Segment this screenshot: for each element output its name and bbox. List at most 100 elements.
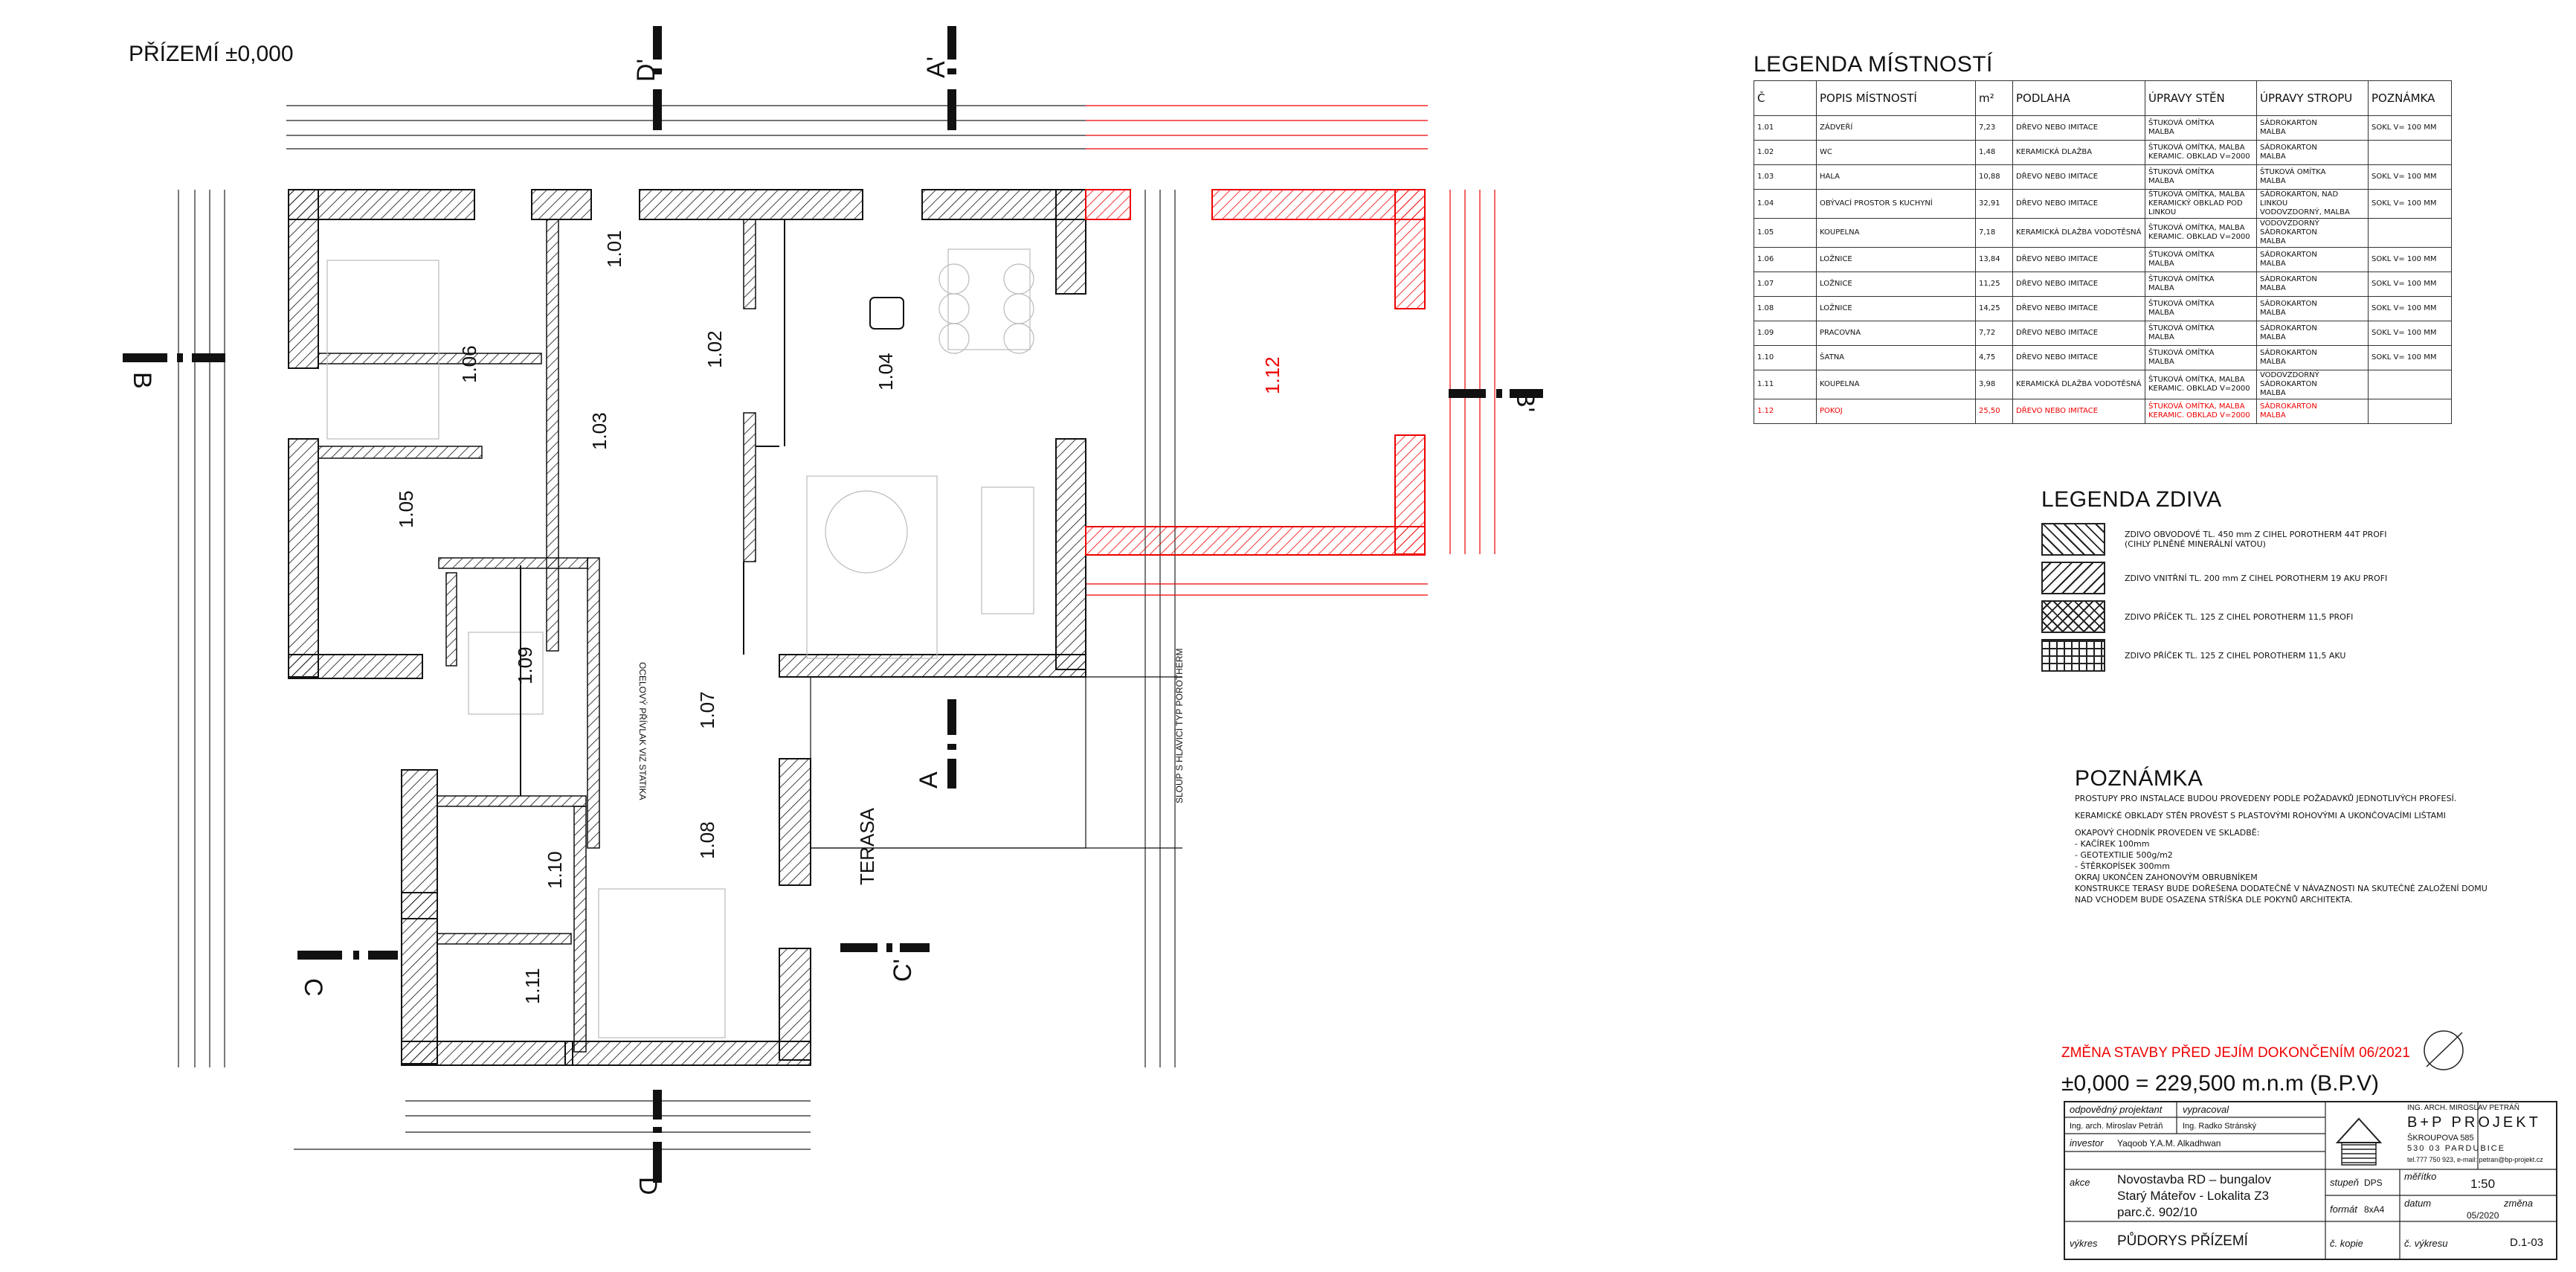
room-label-1-05: 1.05: [395, 490, 417, 528]
label-stage: stupeň: [2330, 1177, 2360, 1188]
label-date: datum: [2404, 1198, 2432, 1209]
room-label-1-01: 1.01: [603, 230, 625, 268]
room-legend-cell: SÁDROKARTON MALBA: [2256, 272, 2369, 297]
room-legend-cell: [2368, 399, 2452, 424]
room-legend-cell: KOUPELNA: [1816, 218, 1976, 248]
room-legend-cell: PRACOVNA: [1816, 321, 1976, 346]
room-legend-cell: SÁDROKARTON MALBA: [2256, 296, 2369, 321]
note-line: - GEOTEXTILIE 500g/m2: [2075, 850, 2173, 860]
room-legend-cell: 32,91: [1975, 189, 2013, 219]
room-legend-cell: SÁDROKARTON MALBA: [2256, 399, 2369, 424]
room-legend-cell: 1,48: [1975, 140, 2013, 165]
action-line-2: Starý Máteřov - Lokalita Z3: [2117, 1189, 2270, 1203]
wall-legend-item: ZDIVO PŘÍČEK TL. 125 Z CIHEL POROTHERM 1…: [2041, 600, 2353, 633]
format-value: 8xA4: [2364, 1204, 2385, 1215]
room-legend-cell: ŠTUKOVÁ OMÍTKA MALBA: [2145, 296, 2257, 321]
room-legend-cell: [2368, 370, 2452, 399]
room-legend-cell: 10,88: [1975, 164, 2013, 190]
room-label-1-03: 1.03: [588, 412, 611, 450]
room-legend-cell: VODOVZDORNÝ SÁDROKARTON MALBA: [2256, 218, 2369, 248]
company-address-1: ŠKROUPOVA 585: [2407, 1134, 2474, 1143]
room-legend-cell: 7,72: [1975, 321, 2013, 346]
label-format: formát: [2330, 1204, 2357, 1215]
header-cell: ÚPRAVY STROPU: [2256, 80, 2369, 116]
walls-new: [1085, 189, 1426, 556]
room-legend-cell: DŘEVO NEBO IMITACE: [2012, 247, 2145, 272]
note-line: OKAPOVÝ CHODNÍK PROVEDEN VE SKLADBĚ:: [2075, 828, 2260, 838]
label-copy: č. kopie: [2330, 1238, 2363, 1249]
room-legend-cell: SÁDROKARTON MALBA: [2256, 321, 2369, 346]
wall-legend-title: LEGENDA ZDIVA: [2041, 487, 2222, 512]
label-drawing: výkres: [2070, 1238, 2098, 1249]
room-legend-cell: ŠTUKOVÁ OMÍTKA, MALBA KERAMIC. OBKLAD V=…: [2145, 140, 2257, 165]
room-label-1-08: 1.08: [696, 821, 718, 859]
room-legend-cell: SOKL V= 100 MM: [2368, 296, 2452, 321]
north-arrow-icon: [2424, 1030, 2464, 1070]
room-legend-table: Č POPIS MÍSTNOSTÍ m² PODLAHA ÚPRAVY STĚN…: [1754, 80, 2452, 424]
room-legend-cell: SOKL V= 100 MM: [2368, 345, 2452, 370]
room-label-1-06: 1.06: [458, 345, 480, 383]
terrace-label: TERASA: [856, 807, 878, 885]
room-legend-cell: DŘEVO NEBO IMITACE: [2012, 164, 2145, 190]
room-legend-cell: 11,25: [1975, 272, 2013, 297]
label-responsible: odpovědný projektant: [2070, 1104, 2163, 1115]
room-legend-cell: KERAMICKÁ DLAŽBA: [2012, 140, 2145, 165]
section-markers: [123, 26, 1543, 1183]
room-legend-title: LEGENDA MÍSTNOSTÍ: [1754, 52, 1993, 77]
prepared-name: Ing. Radko Stránský: [2183, 1122, 2257, 1131]
room-legend-cell: 4,75: [1975, 345, 2013, 370]
room-legend-cell: 1.05: [1754, 218, 1817, 248]
wall-legend-item: ZDIVO PŘÍČEK TL. 125 Z CIHEL POROTHERM 1…: [2041, 639, 2345, 672]
room-legend-header: Č POPIS MÍSTNOSTÍ m² PODLAHA ÚPRAVY STĚN…: [1754, 80, 2452, 116]
room-legend-cell: ŠTUKOVÁ OMÍTKA, MALBA KERAMIC. OBKLAD V=…: [2145, 370, 2257, 399]
room-legend-cell: KOUPELNA: [1816, 370, 1976, 399]
label-change: změna: [2504, 1198, 2534, 1209]
sheet-number: D.1-03: [2510, 1236, 2544, 1249]
room-label-1-12: 1.12: [1261, 356, 1284, 394]
label-scale: měřítko: [2404, 1171, 2437, 1182]
wall-legend-text: ZDIVO PŘÍČEK TL. 125 Z CIHEL POROTHERM 1…: [2125, 611, 2354, 622]
room-legend-cell: 7,18: [1975, 218, 2013, 248]
action-line-3: parc.č. 902/10: [2117, 1205, 2197, 1219]
room-label-1-10: 1.10: [544, 851, 566, 889]
room-legend-cell: SÁDROKARTON MALBA: [2256, 345, 2369, 370]
room-label-1-04: 1.04: [875, 353, 897, 391]
wall-swatch-partition-profi: [2041, 600, 2105, 633]
room-legend-cell: 1.11: [1754, 370, 1817, 399]
room-legend-cell: ŠTUKOVÁ OMÍTKA MALBA: [2145, 115, 2257, 141]
furniture: [326, 248, 1034, 1038]
kitchen-island: [520, 219, 904, 796]
column-note: SLOUP S HLAVICÍ TYP POROTHERM: [1173, 648, 1185, 803]
room-legend-cell: 7,23: [1975, 115, 2013, 141]
elevation-reference: ±0,000 = 229,500 m.n.m (B.P.V): [2061, 1071, 2379, 1096]
room-legend-cell: DŘEVO NEBO IMITACE: [2012, 189, 2145, 219]
room-legend-cell: DŘEVO NEBO IMITACE: [2012, 296, 2145, 321]
room-legend-cell: 3,98: [1975, 370, 2013, 399]
room-legend-cell: POKOJ: [1816, 399, 1976, 424]
label-investor: investor: [2070, 1137, 2104, 1149]
room-legend-cell: 13,84: [1975, 247, 2013, 272]
header-cell: ÚPRAVY STĚN: [2145, 80, 2257, 116]
section-label-c: C: [299, 978, 327, 997]
responsible-name: Ing. arch. Miroslav Petráň: [2070, 1122, 2163, 1131]
room-label-1-11: 1.11: [521, 968, 544, 1004]
label-sheet: č. výkresu: [2404, 1238, 2448, 1249]
note-line: PROSTUPY PRO INSTALACE BUDOU PROVEDENY P…: [2075, 794, 2457, 803]
title-block: odpovědný projektant vypracoval Ing. arc…: [2064, 1101, 2557, 1260]
header-cell: POZNÁMKA: [2368, 80, 2452, 116]
wall-legend-item: ZDIVO OBVODOVÉ TL. 450 mm Z CIHEL POROTH…: [2041, 523, 2386, 556]
room-legend-cell: 1.12: [1754, 399, 1817, 424]
room-legend-cell: [2368, 140, 2452, 165]
wall-swatch-interior: [2041, 562, 2105, 594]
company-head: ING. ARCH. MIROSLAV PETRÁŇ: [2407, 1104, 2519, 1112]
room-legend-cell: 1.07: [1754, 272, 1817, 297]
room-legend-cell: SÁDROKARTON MALBA: [2256, 140, 2369, 165]
room-legend-cell: SOKL V= 100 MM: [2368, 247, 2452, 272]
